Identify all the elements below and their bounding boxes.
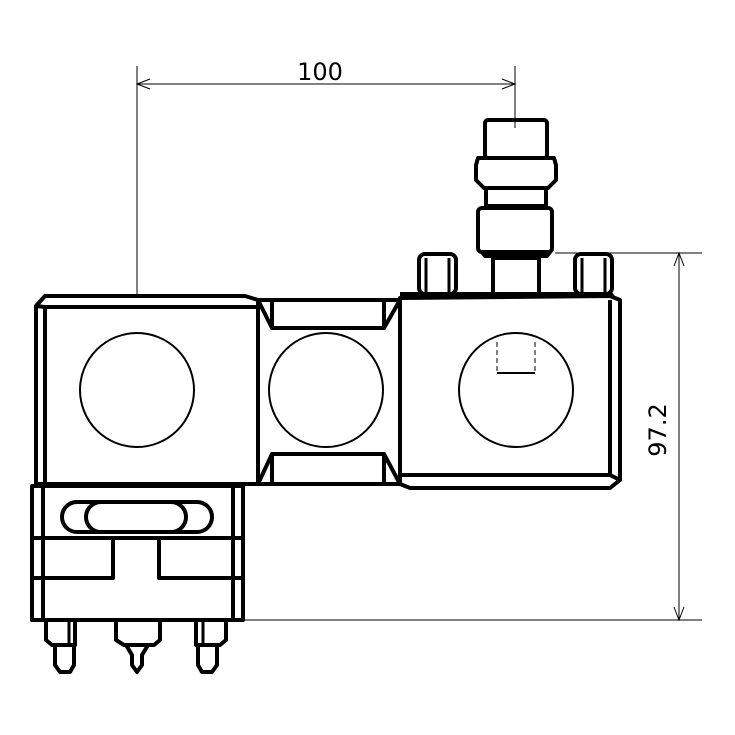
load-cell-body — [34, 292, 622, 490]
pin-left — [44, 622, 77, 674]
dimension-horizontal: 100 — [135, 58, 517, 296]
mounting-hole-left — [79, 332, 195, 448]
dimension-label-100: 100 — [297, 58, 343, 86]
mounting-hole-middle — [268, 332, 384, 448]
dimension-vertical: 97.2 — [240, 251, 702, 622]
mounting-hole-right — [458, 332, 574, 448]
pin-middle — [114, 622, 162, 674]
hex-nut-left — [417, 252, 458, 296]
connector — [474, 118, 558, 296]
mounting-base — [30, 484, 245, 622]
hex-nut-right — [573, 252, 614, 296]
dimension-label-97-2: 97.2 — [644, 403, 672, 456]
pin-right — [194, 622, 228, 674]
